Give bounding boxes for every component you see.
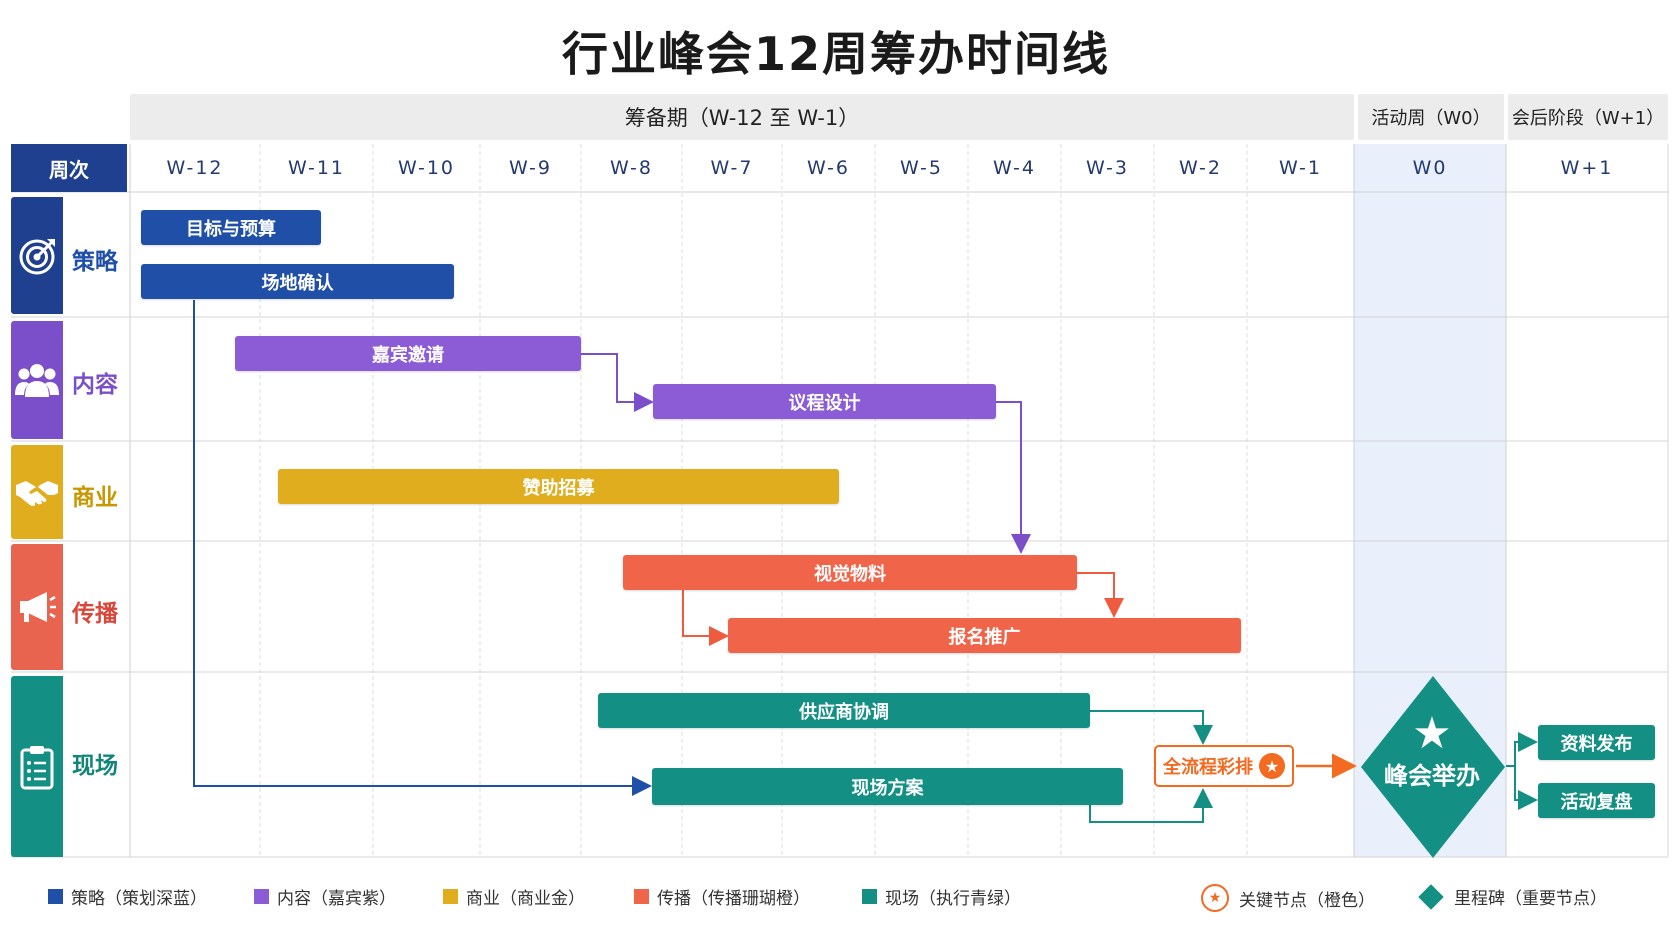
lane-business-bar: [11, 445, 63, 539]
page-title: 行业峰会12周筹办时间线: [561, 27, 1110, 81]
phase-event-week: 活动周（W0）: [1358, 94, 1504, 140]
week-header-corner: 周次: [11, 144, 127, 192]
week-label: W-2: [1179, 157, 1222, 179]
legend-swatch: [254, 889, 269, 904]
legend-item: 策略（策划深蓝）: [48, 884, 207, 909]
lane-onsite-bar: [11, 676, 63, 857]
week-label: W-11: [287, 157, 346, 179]
milestone-label: 峰会举办: [1384, 762, 1480, 790]
week-label: W-6: [807, 157, 850, 179]
legend-item: 传播（传播珊瑚橙）: [634, 884, 810, 909]
arrow-visual-to-promo-2: [682, 590, 729, 646]
legend-item: 商业（商业金）: [443, 884, 585, 909]
task-bar: 嘉宾邀请: [235, 336, 581, 371]
legend-label: 关键节点（橙色）: [1239, 890, 1375, 911]
lane-label-business: 商业: [72, 485, 118, 511]
legend-label: 内容（嘉宾紫）: [277, 889, 396, 909]
milestone-diamond: [1361, 676, 1505, 858]
arrow-summit-to-release: [1506, 732, 1538, 767]
users-icon: [15, 364, 59, 397]
week-label: W-5: [900, 157, 943, 179]
week-label: W-1: [1279, 157, 1322, 179]
week-label: W-7: [710, 157, 754, 179]
arrow-venue-to-onsite: [193, 300, 652, 796]
legend-swatch: [443, 889, 458, 904]
task-bar: 报名推广: [728, 618, 1241, 653]
arrow-visual-to-promo: [1075, 572, 1124, 618]
star-icon: ★: [1259, 753, 1285, 779]
task-bar: 资料发布: [1538, 725, 1655, 760]
phase-post-event: 会后阶段（W+1）: [1508, 94, 1668, 140]
legend-swatch: [48, 889, 63, 904]
legend-swatch: [862, 889, 877, 904]
task-bar: 场地确认: [141, 264, 454, 299]
legend-swatch: [634, 889, 649, 904]
star-circle-icon: ★: [1201, 884, 1229, 912]
megaphone-icon: [20, 592, 56, 622]
legend-label: 里程碑（重要节点）: [1454, 889, 1607, 909]
task-bar: 赞助招募: [278, 469, 839, 504]
legend-item: 现场（执行青绿）: [862, 884, 1021, 909]
week-label: W0: [1412, 157, 1448, 179]
legend-item: 里程碑（重要节点）: [1418, 883, 1607, 910]
arrow-supplier-to-rehearsal: [1089, 710, 1213, 745]
lane-label-strategy: 策略: [72, 249, 118, 275]
handshake-icon: [16, 481, 58, 506]
legend-label: 现场（执行青绿）: [885, 889, 1021, 909]
lane-strategy-bar: [11, 197, 63, 314]
lane-content-bar: [11, 321, 63, 439]
arrow-plan-to-rehearsal: [1089, 788, 1213, 823]
task-bar: 视觉物料: [623, 555, 1077, 590]
legend-label: 商业（商业金）: [466, 889, 585, 909]
clipboard-icon: [20, 745, 54, 789]
week-label: W-10: [397, 157, 456, 179]
phase-prep: 筹备期（W-12 至 W-1）: [130, 94, 1354, 140]
week-label: W-9: [509, 157, 552, 179]
arrow-guests-to-agenda: [580, 353, 654, 412]
legend-label: 传播（传播珊瑚橙）: [657, 889, 810, 909]
week-label: W-8: [610, 157, 653, 179]
task-bar: 活动复盘: [1538, 783, 1655, 818]
legend-item: ★ 关键节点（橙色）: [1201, 884, 1375, 912]
week-label: W-3: [1086, 157, 1129, 179]
task-bar: 现场方案: [652, 768, 1123, 805]
diamond-icon: [1418, 883, 1444, 910]
lane-label-comm: 传播: [72, 601, 118, 627]
task-bar: 目标与预算: [141, 210, 321, 245]
target-icon: [19, 238, 55, 274]
star-icon: ★: [1412, 708, 1452, 759]
task-bar: 供应商协调: [598, 693, 1090, 728]
key-node-rehearsal: 全流程彩排 ★: [1154, 745, 1294, 787]
legend-label: 策略（策划深蓝）: [71, 889, 207, 909]
arrow-summit-to-review: [1514, 766, 1538, 810]
lane-label-onsite: 现场: [72, 753, 118, 779]
lane-label-content: 内容: [72, 372, 118, 398]
week-label: W-4: [993, 157, 1036, 179]
key-node-label: 全流程彩排: [1163, 757, 1253, 778]
lane-comm-bar: [11, 544, 63, 670]
arrow-agenda-to-visual: [995, 401, 1031, 554]
week-label: W-12: [166, 157, 224, 179]
week-label: W+1: [1560, 157, 1614, 179]
task-bar: 议程设计: [653, 384, 996, 419]
legend-item: 内容（嘉宾紫）: [254, 884, 396, 909]
